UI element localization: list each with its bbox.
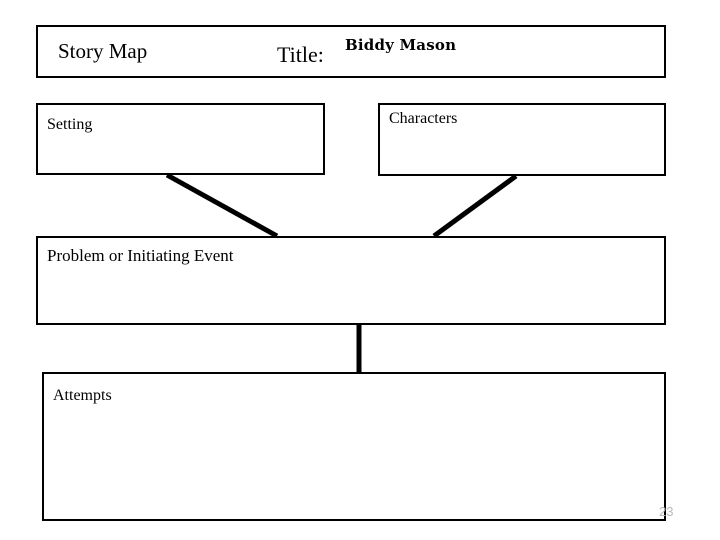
page-number: 23	[659, 504, 674, 519]
header-box	[36, 25, 666, 78]
connector-characters-to-problem	[432, 173, 518, 239]
page-title: Story Map	[58, 39, 148, 63]
attempts-box[interactable]	[42, 372, 666, 521]
connector-setting-to-problem	[165, 172, 279, 239]
characters-label: Characters	[389, 110, 458, 127]
title-field-value[interactable]: Biddy Mason	[345, 36, 457, 54]
problem-label: Problem or Initiating Event	[47, 246, 234, 265]
problem-box[interactable]	[36, 236, 666, 325]
characters-box[interactable]	[378, 103, 666, 176]
attempts-label: Attempts	[53, 387, 112, 404]
title-field-label: Title:	[277, 42, 324, 67]
setting-label: Setting	[47, 116, 93, 133]
setting-box[interactable]	[36, 103, 325, 175]
